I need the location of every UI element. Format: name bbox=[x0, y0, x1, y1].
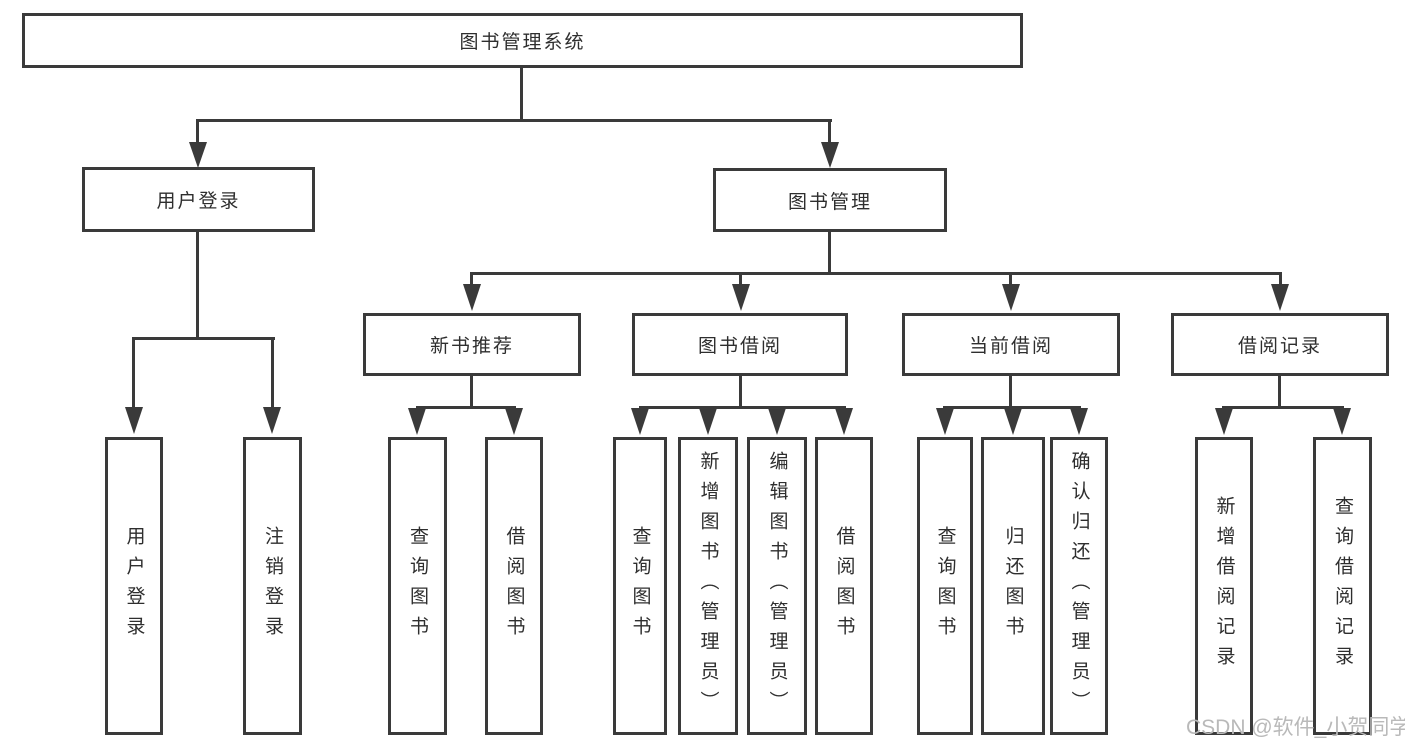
connector-line bbox=[639, 406, 846, 409]
arrow-down-icon bbox=[631, 408, 649, 435]
arrow-down-icon bbox=[408, 408, 426, 435]
connector-line bbox=[739, 272, 742, 286]
node-new-book-recommendation: 新书推荐 bbox=[363, 313, 581, 376]
node-label: 当前借阅 bbox=[968, 336, 1053, 357]
node-label: 新书推荐 bbox=[429, 336, 514, 357]
arrow-down-icon bbox=[936, 408, 954, 435]
arrow-down-icon bbox=[463, 284, 481, 311]
connector-line bbox=[1009, 272, 1012, 286]
leaf-borrow-books-borrowing: 借阅图书 bbox=[815, 437, 873, 735]
leaf-add-book-admin: 新增图书（管理员） bbox=[678, 437, 738, 735]
leaf-label: 用户登录 bbox=[123, 526, 145, 646]
node-library-management-system: 图书管理系统 bbox=[22, 13, 1023, 68]
arrow-down-icon bbox=[699, 408, 717, 435]
arrow-down-icon bbox=[732, 284, 750, 311]
connector-line bbox=[196, 119, 832, 122]
connector-line bbox=[132, 337, 135, 409]
connector-line bbox=[132, 337, 275, 340]
leaf-return-books: 归还图书 bbox=[981, 437, 1045, 735]
leaf-label: 借阅图书 bbox=[833, 526, 855, 646]
watermark: CSDN @软件_小贺同学 bbox=[1186, 716, 1405, 739]
node-book-management: 图书管理 bbox=[713, 168, 947, 232]
arrow-down-icon bbox=[768, 408, 786, 435]
node-book-borrowing: 图书借阅 bbox=[632, 313, 848, 376]
connector-line bbox=[1222, 406, 1344, 409]
arrow-down-icon bbox=[1002, 284, 1020, 311]
connector-line bbox=[1278, 376, 1281, 408]
node-current-borrowing: 当前借阅 bbox=[902, 313, 1120, 376]
connector-line bbox=[196, 119, 199, 144]
leaf-user-login: 用户登录 bbox=[105, 437, 163, 735]
node-borrowing-records: 借阅记录 bbox=[1171, 313, 1389, 376]
node-label: 用户登录 bbox=[156, 191, 241, 212]
arrow-down-icon bbox=[263, 407, 281, 434]
connector-line bbox=[828, 232, 831, 275]
arrow-down-icon bbox=[189, 142, 207, 168]
leaf-confirm-return-admin: 确认归还（管理员） bbox=[1050, 437, 1108, 735]
leaf-label: 注销登录 bbox=[262, 526, 283, 646]
connector-line bbox=[271, 337, 274, 409]
leaf-query-books-recommend: 查询图书 bbox=[388, 437, 447, 735]
connector-line bbox=[196, 232, 199, 340]
leaf-query-books-borrowing: 查询图书 bbox=[613, 437, 667, 735]
connector-line bbox=[1009, 376, 1012, 408]
leaf-label: 新增图书（管理员） bbox=[697, 451, 719, 721]
node-label: 图书管理系统 bbox=[459, 32, 586, 53]
leaf-label: 查询图书 bbox=[407, 526, 428, 646]
leaf-label: 查询借阅记录 bbox=[1332, 496, 1353, 676]
leaf-logout-login: 注销登录 bbox=[243, 437, 302, 735]
arrow-down-icon bbox=[505, 408, 523, 435]
node-label: 图书借阅 bbox=[697, 336, 782, 357]
connector-line bbox=[1279, 272, 1282, 286]
arrow-down-icon bbox=[821, 142, 839, 168]
node-label: 借阅记录 bbox=[1237, 336, 1322, 357]
leaf-query-books-current: 查询图书 bbox=[917, 437, 973, 735]
arrow-down-icon bbox=[125, 407, 143, 434]
arrow-down-icon bbox=[1070, 408, 1088, 435]
connector-line bbox=[416, 406, 516, 409]
leaf-label: 查询图书 bbox=[629, 526, 651, 646]
leaf-label: 新增借阅记录 bbox=[1213, 496, 1235, 676]
arrow-down-icon bbox=[835, 408, 853, 435]
leaf-label: 查询图书 bbox=[934, 526, 956, 646]
connector-line bbox=[470, 272, 1282, 275]
leaf-label: 归还图书 bbox=[1002, 526, 1024, 646]
node-user-login: 用户登录 bbox=[82, 167, 315, 232]
arrow-down-icon bbox=[1215, 408, 1233, 435]
leaf-query-borrow-record: 查询借阅记录 bbox=[1313, 437, 1372, 735]
leaf-label: 借阅图书 bbox=[503, 526, 525, 646]
connector-line bbox=[470, 376, 473, 408]
connector-line bbox=[828, 119, 831, 144]
node-label: 图书管理 bbox=[787, 191, 872, 213]
connector-line bbox=[520, 68, 523, 122]
connector-line bbox=[739, 376, 742, 408]
arrow-down-icon bbox=[1271, 284, 1289, 311]
leaf-label: 确认归还（管理员） bbox=[1068, 451, 1090, 721]
leaf-edit-book-admin: 编辑图书（管理员） bbox=[747, 437, 807, 735]
arrow-down-icon bbox=[1004, 408, 1022, 435]
arrow-down-icon bbox=[1333, 408, 1351, 435]
leaf-add-borrow-record: 新增借阅记录 bbox=[1195, 437, 1253, 735]
leaf-borrow-books-recommend: 借阅图书 bbox=[485, 437, 543, 735]
connector-line bbox=[470, 272, 473, 286]
leaf-label: 编辑图书（管理员） bbox=[766, 451, 788, 721]
connector-line bbox=[943, 406, 1081, 409]
